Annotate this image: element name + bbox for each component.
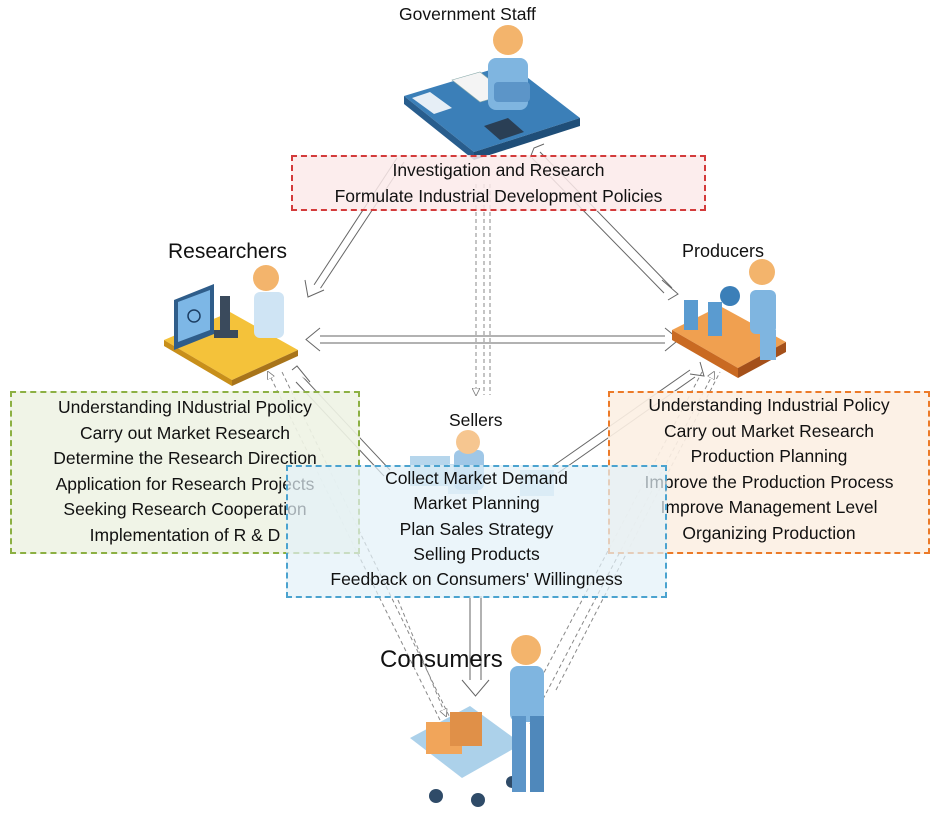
seller-task-line: Plan Sales Strategy	[399, 518, 554, 539]
government-tasks-text: Investigation and Research Formulate Ind…	[291, 158, 706, 209]
government-staff-icon	[404, 25, 580, 160]
researchers-tasks-text: Understanding INdustrial Ppolicy Carry o…	[10, 395, 360, 548]
producer-task-line: Organizing Production	[682, 522, 856, 543]
government-staff-label: Government Staff	[399, 4, 536, 24]
sellers-label: Sellers	[449, 410, 503, 430]
producer-task-line: Improve Management Level	[660, 497, 878, 517]
researchers-label: Researchers	[168, 240, 288, 263]
producer-icon	[672, 259, 786, 378]
seller-task-line: Market Planning	[413, 493, 540, 514]
seller-task-line: Feedback on Consumers' Willingness	[330, 569, 623, 590]
consumer-cart-icon	[410, 635, 544, 807]
producer-task-line: Improve the Production Process	[644, 471, 894, 492]
researcher-task-line: Application for Research Projects	[55, 473, 315, 494]
researcher-task-line: Understanding INdustrial Ppolicy	[58, 397, 312, 417]
seller-task-line: Collect Market Demand	[385, 468, 568, 488]
consumers-label: Consumers	[380, 646, 503, 673]
researcher-task-line: Determine the Research Direction	[53, 448, 317, 468]
seller-task-line: Selling Products	[413, 543, 540, 564]
arrow-researchers-producers	[305, 327, 680, 352]
arrow-sellers-consumers	[461, 596, 490, 697]
producer-task-line: Understanding Industrial Policy	[648, 395, 890, 415]
producer-task-line: Carry out Market Research	[663, 420, 875, 441]
researcher-task-line: Implementation of R & D	[89, 524, 281, 545]
government-task-line: Formulate Industrial Development Policie…	[334, 185, 663, 206]
producer-task-line: Production Planning	[690, 446, 848, 466]
researcher-task-line: Seeking Research Cooperation	[63, 499, 307, 519]
researcher-icon	[164, 265, 298, 386]
researcher-task-line: Carry out Market Research	[79, 422, 291, 443]
producers-label: Producers	[682, 241, 765, 261]
sellers-tasks-box	[286, 465, 667, 598]
government-task-line: Investigation and Research	[392, 160, 605, 180]
government-tasks-box	[291, 155, 706, 211]
sellers-tasks-text: Collect Market Demand Market Planning Pl…	[286, 466, 667, 592]
producers-tasks-text: Understanding Industrial Policy Carry ou…	[608, 393, 930, 546]
